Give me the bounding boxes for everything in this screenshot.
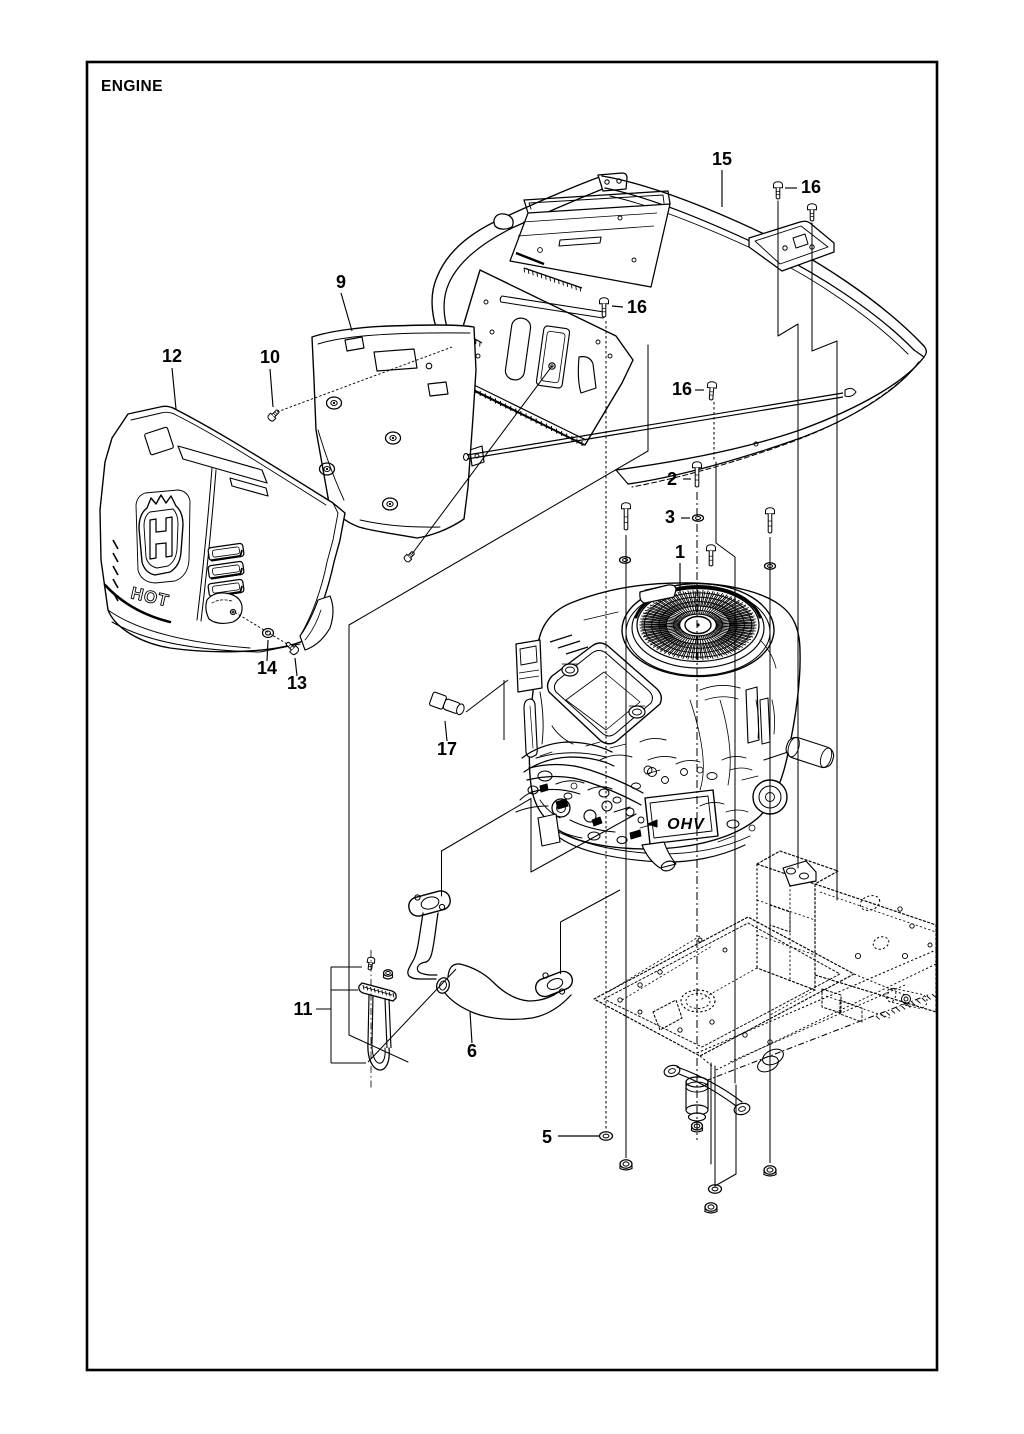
svg-text:16: 16 xyxy=(627,297,647,317)
svg-text:15: 15 xyxy=(712,149,732,169)
svg-text:14: 14 xyxy=(257,658,277,678)
svg-text:OHV: OHV xyxy=(667,816,705,833)
svg-text:ENGINE: ENGINE xyxy=(101,78,163,95)
svg-text:3: 3 xyxy=(665,507,675,527)
svg-text:6: 6 xyxy=(467,1041,477,1061)
svg-text:16: 16 xyxy=(672,379,692,399)
svg-text:11: 11 xyxy=(293,999,312,1019)
svg-text:1: 1 xyxy=(675,542,685,562)
svg-text:17: 17 xyxy=(437,739,457,759)
svg-text:12: 12 xyxy=(162,346,182,366)
svg-text:16: 16 xyxy=(801,177,821,197)
svg-text:2: 2 xyxy=(667,469,677,489)
svg-text:13: 13 xyxy=(287,673,307,693)
svg-text:9: 9 xyxy=(336,272,346,292)
svg-text:5: 5 xyxy=(542,1127,552,1147)
svg-text:10: 10 xyxy=(260,347,280,367)
